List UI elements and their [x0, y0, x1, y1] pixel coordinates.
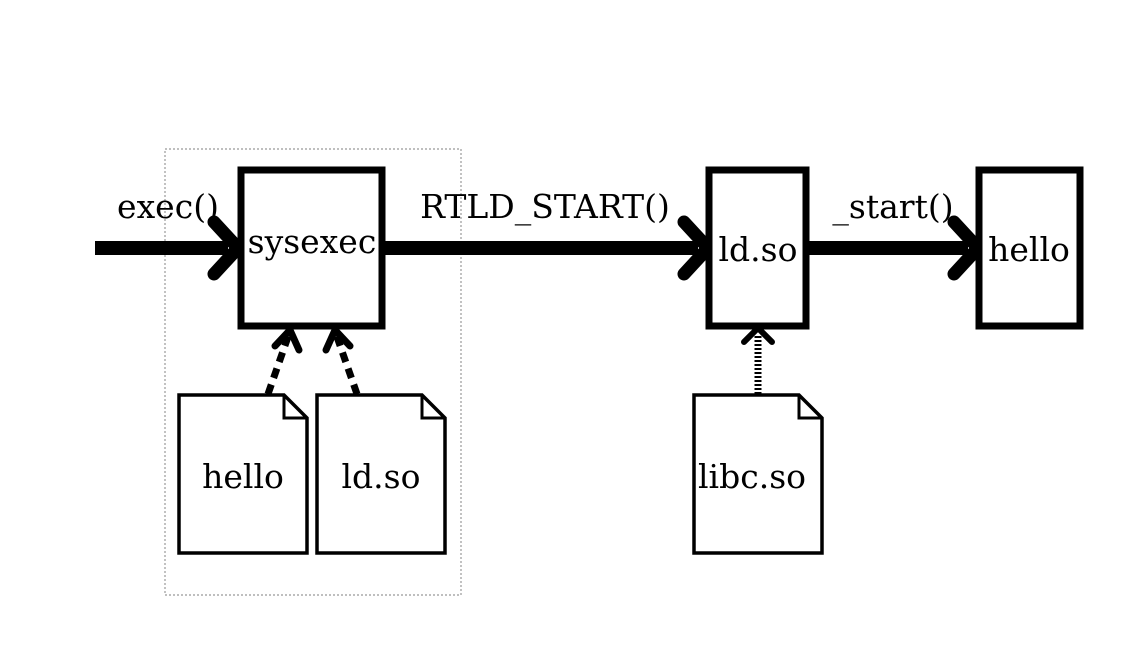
ldso-file-arrow	[322, 326, 361, 396]
sysexec-box	[237, 166, 386, 330]
hello-box	[975, 166, 1084, 330]
start-arrow	[806, 215, 985, 281]
ldso-file-icon	[315, 393, 447, 555]
hello-box-label: hello	[988, 230, 1070, 269]
start-label: _start()	[832, 187, 953, 227]
libc-file-arrow	[741, 325, 775, 394]
exec-arrow	[95, 215, 245, 281]
ldso-file-label: ld.so	[342, 457, 421, 496]
ldso-box-label: ld.so	[719, 230, 798, 269]
libc-file-label: libc.so	[698, 457, 806, 496]
hello-file-icon	[177, 393, 309, 555]
hello-file-label: hello	[202, 457, 284, 496]
rtld-start-arrow	[380, 215, 715, 281]
kernel-group-border	[164, 148, 462, 596]
libc-file-icon	[692, 393, 824, 555]
exec-label: exec()	[117, 187, 219, 226]
sysexec-box-label: sysexec	[248, 222, 377, 261]
rtld-start-label: RTLD_START()	[420, 187, 670, 227]
hello-file-arrow	[264, 326, 303, 396]
